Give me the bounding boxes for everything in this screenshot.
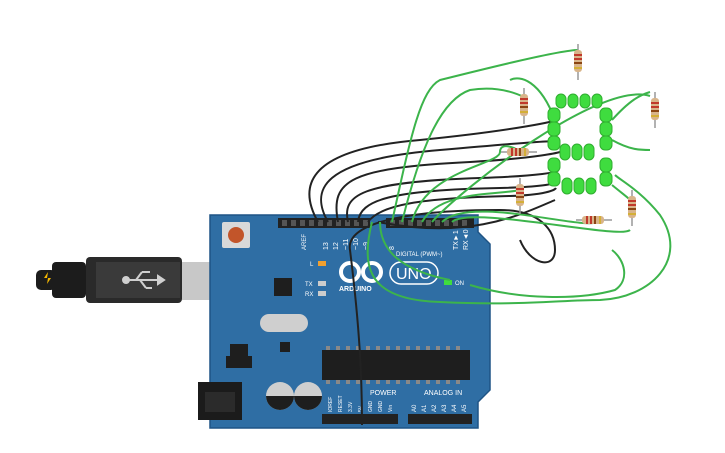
reset-button[interactable] — [222, 222, 250, 248]
led-segment-b — [599, 107, 613, 151]
resistor-right-bottom[interactable] — [628, 190, 636, 226]
pin-label-13: 13 — [323, 242, 330, 250]
uno-badge — [389, 261, 439, 285]
crystal — [260, 314, 308, 332]
led-display[interactable] — [547, 93, 613, 195]
usb-icon — [122, 271, 166, 289]
atmega-chip — [322, 350, 470, 380]
led-segment-d — [561, 177, 597, 195]
capacitor-1 — [266, 382, 294, 410]
l-led — [318, 261, 326, 266]
arduino-board[interactable]: AREF 13 12 ~11 ~10 ~9 8 TX►1 RX◄0 DIGITA… — [198, 214, 491, 429]
pin-label-11: ~11 — [343, 239, 350, 250]
resistor-left-bottom[interactable] — [516, 178, 524, 214]
pin-label-ioref: IOREF — [328, 397, 334, 412]
rx-label: RX — [305, 292, 313, 298]
brand-label: ARDUINO — [339, 286, 372, 293]
pin-label-0: RX◄0 — [463, 229, 470, 250]
led-segment-a — [555, 93, 603, 109]
tx-led — [318, 281, 326, 286]
digital-header-left — [278, 218, 370, 228]
digital-label: DIGITAL (PWM~) — [396, 252, 443, 258]
resistor-top[interactable] — [574, 44, 582, 80]
pin-label-3v3: 3.3V — [348, 401, 354, 412]
led-segment-f — [547, 107, 561, 151]
model-label: UNO — [396, 266, 432, 283]
power-header — [322, 414, 398, 424]
pin-label-reset: RESET — [338, 395, 344, 412]
pin-label-8: 8 — [389, 246, 396, 250]
pin-label-vin: Vin — [388, 405, 394, 412]
pin-label-a1: A1 — [422, 404, 428, 412]
pin-label-a5: A5 — [462, 404, 468, 412]
tx-label: TX — [305, 282, 313, 288]
resistor-left-top[interactable] — [520, 88, 528, 124]
small-chip — [280, 342, 290, 352]
pin-label-gnd1: GND — [368, 401, 374, 413]
power-bolt-icon — [44, 272, 51, 284]
pin-label-10: ~10 — [353, 238, 360, 250]
led-segment-g — [559, 143, 595, 161]
led-segment-e — [547, 157, 561, 187]
aref-label: AREF — [302, 234, 308, 250]
usb-chip — [274, 278, 292, 296]
led-segment-c — [599, 157, 613, 187]
resistor-right-top[interactable] — [651, 92, 659, 128]
capacitor-2 — [294, 382, 322, 410]
on-label: ON — [455, 281, 464, 287]
pin-label-1: TX►1 — [453, 230, 460, 250]
pin-label-12: 12 — [333, 242, 340, 250]
power-label: POWER — [370, 390, 396, 397]
pin-label-9: ~9 — [363, 242, 370, 250]
rx-led — [318, 291, 326, 296]
pin-label-a2: A2 — [432, 404, 438, 412]
analog-header — [408, 414, 472, 424]
black-wires[interactable] — [308, 119, 561, 426]
on-led — [444, 280, 452, 285]
resistor-bottom[interactable] — [576, 216, 612, 224]
analog-label: ANALOG IN — [424, 390, 462, 397]
pin-label-a0: A0 — [412, 404, 418, 412]
arduino-logo-icon — [339, 261, 383, 283]
pin-label-gnd2: GND — [378, 401, 384, 413]
pin-label-a4: A4 — [452, 404, 458, 412]
usb-cable[interactable] — [36, 257, 212, 303]
pin-label-a3: A3 — [442, 404, 448, 412]
resistor-left-middle[interactable] — [501, 148, 537, 156]
l-label: L — [310, 262, 314, 268]
